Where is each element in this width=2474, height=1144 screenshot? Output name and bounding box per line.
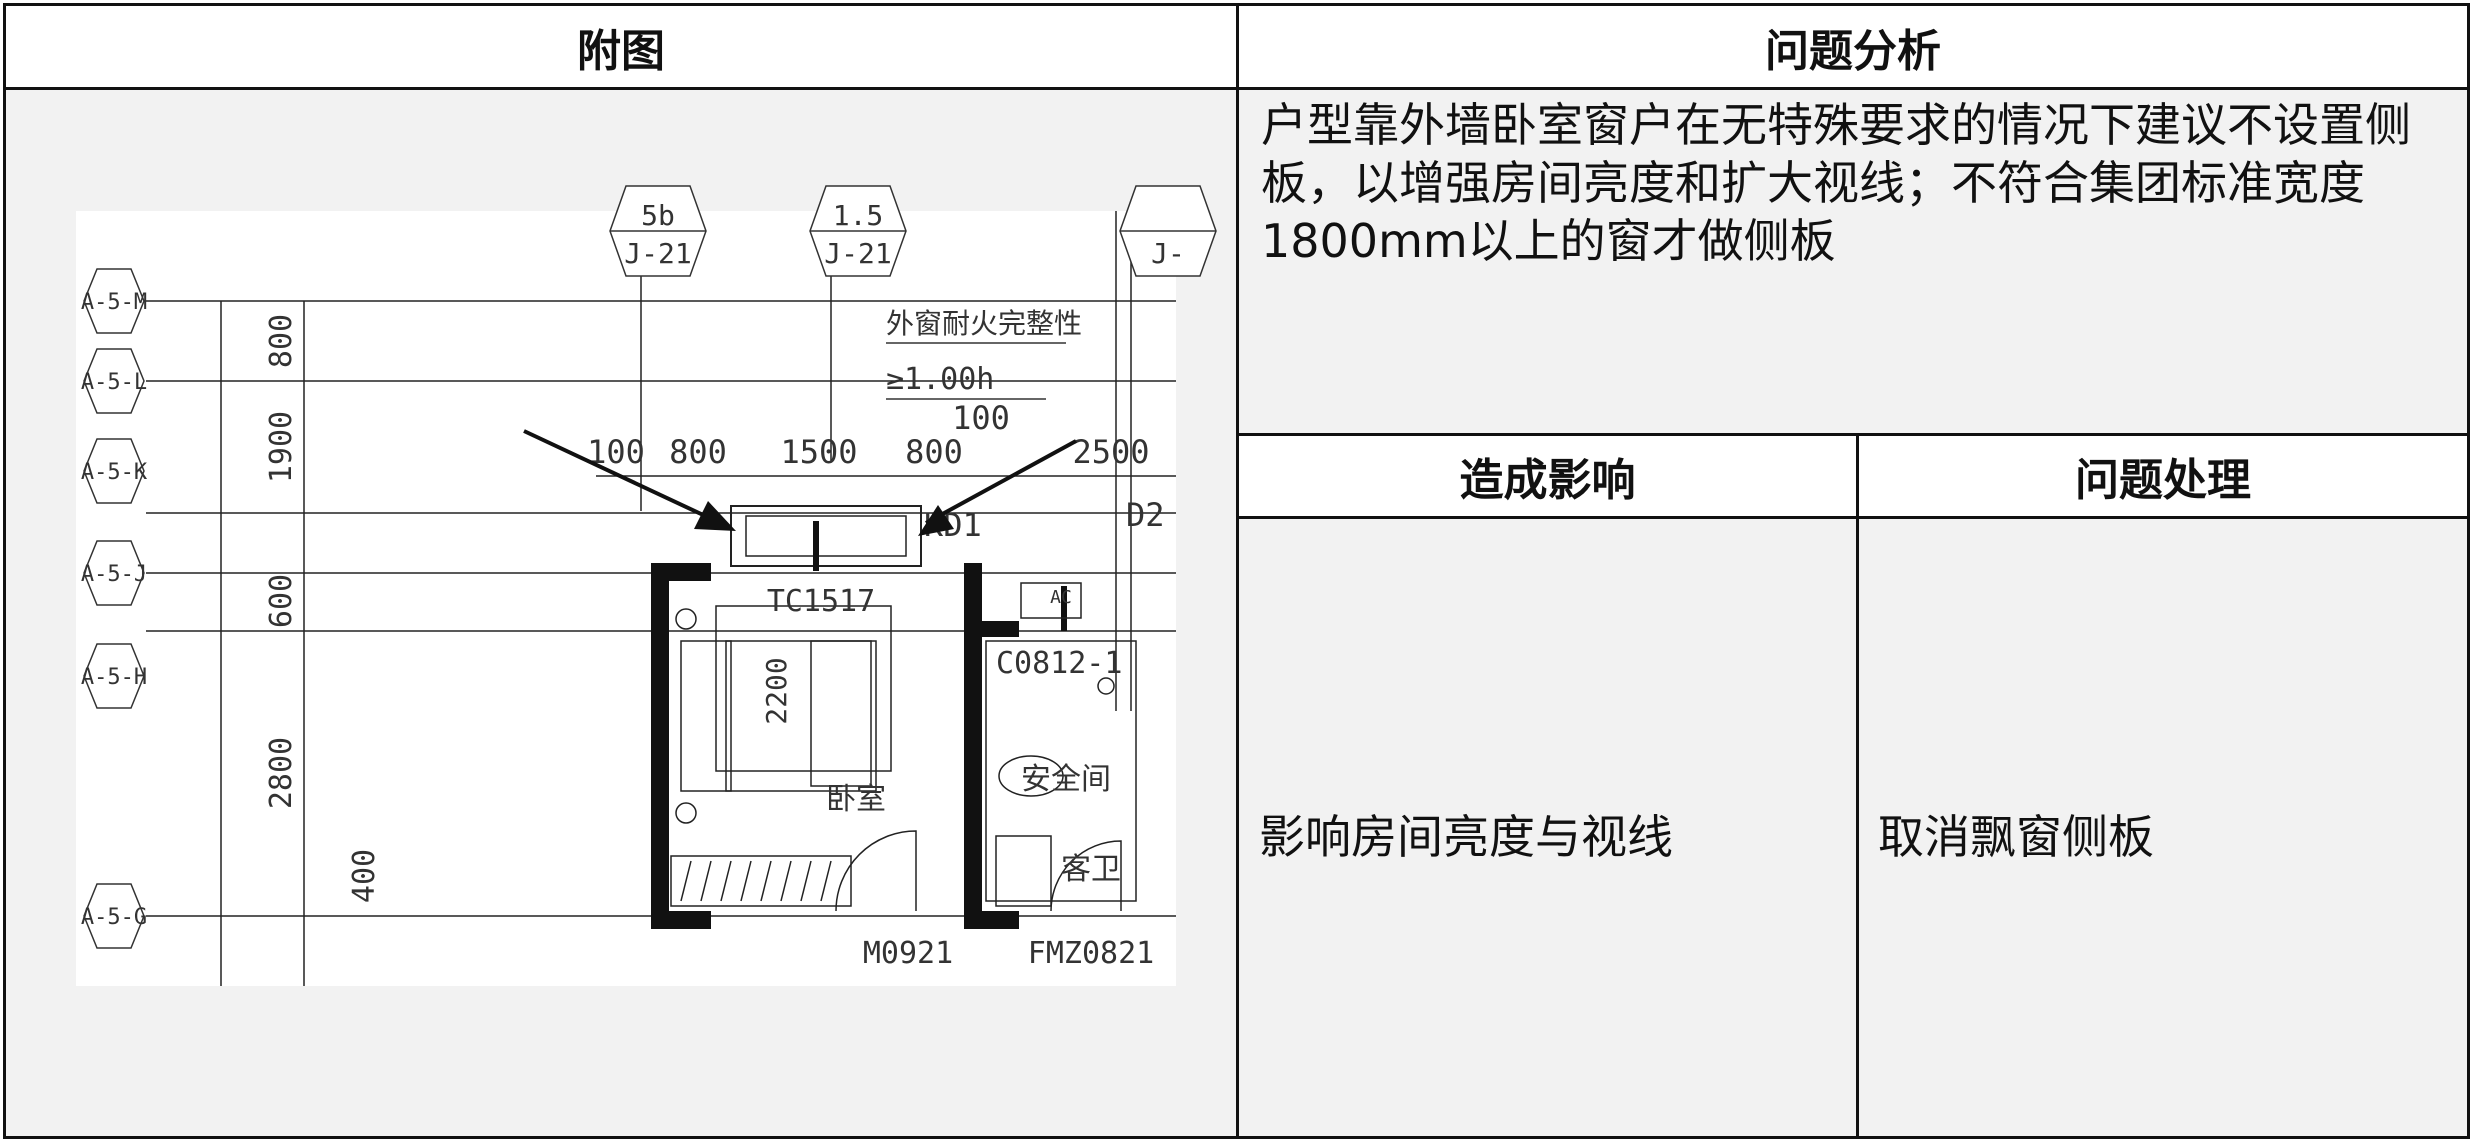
- axis-bubble-j: A-5-J: [81, 540, 147, 606]
- header-attachment-label: 附图: [577, 25, 665, 77]
- axis-bubble-m: A-5-M: [81, 268, 147, 334]
- floor-plan-drawing: A-5-M A-5-L A-5-K A-5-J A-5-H: [76, 185, 1217, 986]
- header-impact-label: 造成影响: [1459, 455, 1636, 506]
- dim-v-600: 600: [264, 574, 299, 628]
- axis-bubbles: A-5-M A-5-L A-5-K A-5-J A-5-H: [81, 268, 148, 949]
- top-tag-1: 5b J-21: [609, 185, 707, 277]
- arrow-left-shaft: [523, 429, 717, 523]
- top-tag-1-label: J-21: [624, 237, 691, 270]
- subheader-bottom-border: [1239, 516, 2467, 519]
- top-tag-3: J-: [1119, 185, 1217, 277]
- subheader-top-border: [1239, 433, 2467, 436]
- header-analysis: 问题分析: [1239, 6, 2467, 90]
- vertical-dimensions: 800 1900 600 2800 400: [264, 314, 382, 903]
- label-window-height: 2200: [760, 657, 793, 724]
- subcolumn-divider: [1856, 436, 1859, 1136]
- dim-v-2800: 2800: [264, 737, 299, 809]
- arrow-right-head: [918, 505, 954, 536]
- label-ac: AC: [1050, 587, 1072, 608]
- arrow-right-shaft: [925, 439, 1077, 525]
- label-door-fmz0821: FMZ0821: [1028, 936, 1154, 971]
- dim-h-1500: 1500: [780, 433, 857, 471]
- dim-h-2500: 2500: [1072, 433, 1149, 471]
- axis-bubble-l: A-5-L: [81, 348, 147, 414]
- top-tag-3-label: J-: [1151, 237, 1185, 270]
- horizontal-dimensions: 100 800 1500 800 100 2500: [587, 399, 1149, 471]
- header-attachment: 附图: [6, 6, 1236, 90]
- column-divider: [1236, 6, 1239, 1136]
- walls: [651, 563, 1067, 929]
- dim-v-800: 800: [264, 314, 299, 368]
- axis-bubble-h: A-5-H: [81, 643, 147, 709]
- axis-label-k: A-5-K: [81, 460, 148, 485]
- label-window-tc1517: TC1517: [767, 584, 875, 619]
- dim-h-100b: 100: [952, 399, 1010, 437]
- axis-bubble-k: A-5-K: [81, 438, 148, 504]
- top-tag-2-number: 1.5: [833, 199, 884, 232]
- axis-label-j: A-5-J: [81, 562, 147, 587]
- arrow-left-head: [694, 501, 736, 531]
- axis-label-l: A-5-L: [81, 370, 147, 395]
- header-impact: 造成影响: [1239, 436, 1856, 516]
- analysis-table: 附图 问题分析 户型靠外墙卧室窗户在无特殊要求的情况下建议不设置侧板，以增强房间…: [3, 3, 2470, 1139]
- pointer-arrows: [523, 429, 1077, 536]
- header-handling: 问题处理: [1859, 436, 2467, 516]
- top-tag-1-number: 5b: [641, 199, 675, 232]
- note-fire-value: ≥1.00h: [886, 362, 994, 397]
- label-bedroom: 卧室: [826, 782, 886, 817]
- header-handling-label: 问题处理: [2075, 455, 2251, 506]
- dim-h-800a: 800: [669, 433, 727, 471]
- top-tag-2-label: J-21: [824, 237, 891, 270]
- axis-label-m: A-5-M: [81, 290, 147, 315]
- label-guest-wc: 客卫: [1061, 852, 1121, 887]
- header-analysis-label: 问题分析: [1765, 25, 1941, 77]
- plan-labels: KD1 D2 TC1517 2200 卧室 C0812-1 安全间 客卫 M09…: [760, 496, 1165, 971]
- label-safe-room: 安全间: [1021, 762, 1111, 797]
- label-door-m0921: M0921: [863, 936, 953, 971]
- floor-plan-svg: A-5-M A-5-L A-5-K A-5-J A-5-H: [81, 185, 1217, 986]
- axis-bubble-g: A-5-G: [81, 883, 147, 949]
- top-tag-2: 1.5 J-21: [809, 185, 907, 277]
- axis-label-h: A-5-H: [81, 665, 147, 690]
- note-fire: 外窗耐火完整性: [886, 307, 1082, 340]
- handling-text: 取消飘窗侧板: [1878, 810, 2154, 864]
- dim-v-1900: 1900: [264, 411, 299, 483]
- radiator-hatch: [680, 860, 832, 902]
- label-c0812: C0812-1: [996, 646, 1122, 681]
- impact-text: 影响房间亮度与视线: [1259, 810, 1673, 864]
- axis-label-g: A-5-G: [81, 905, 147, 930]
- analysis-text: 户型靠外墙卧室窗户在无特殊要求的情况下建议不设置侧板，以增强房间亮度和扩大视线；…: [1261, 98, 2411, 268]
- label-d2: D2: [1126, 496, 1165, 534]
- top-tags: 5b J-21 1.5 J-21 J-: [609, 185, 1217, 277]
- dim-h-800b: 800: [905, 433, 963, 471]
- dim-v-400: 400: [347, 849, 382, 903]
